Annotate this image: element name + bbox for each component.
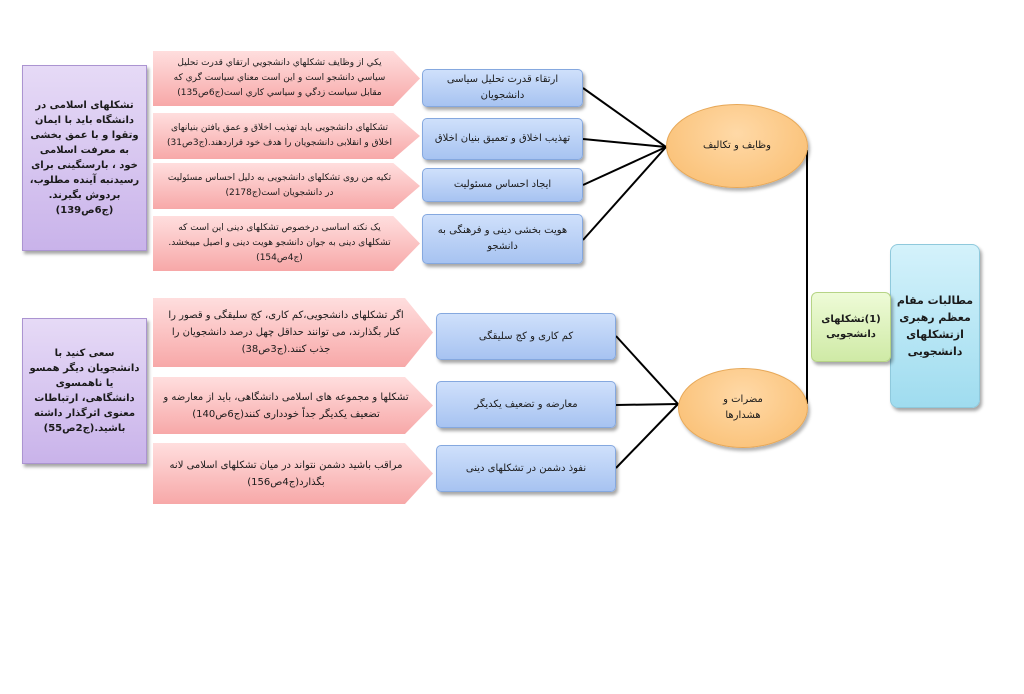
- duty-detail-2: تشکلهای دانشجویی باید تهذیب اخلاق و عمق …: [153, 113, 420, 159]
- duty-label: هویت بخشی دینی و فرهنگی به دانشجو: [437, 225, 568, 252]
- mid-label: (1)تشکلهای دانشجویی: [821, 314, 881, 340]
- duty-detail-text: تکیه من روی تشکلهای دانشجویی به دلیل احس…: [167, 173, 392, 198]
- warning-label: نفوذ دشمن در تشکلهای دینی: [465, 462, 587, 474]
- duty-detail-4: یک نکته اساسی درخصوص تشکلهای دینی این اس…: [153, 216, 420, 271]
- warning-label: معارضه و تضعیف یکدیگر: [474, 398, 578, 410]
- branch-duties-label: وظایف و تکالیف: [703, 140, 771, 151]
- warning-detail-text: اگر تشکلهای دانشجویی،کم کاری، کج سلیقگی …: [168, 310, 404, 355]
- duty-detail-text: يكي از وظايف تشكلهاي دانشجويي ارتقاي قدر…: [173, 58, 386, 98]
- duty-label: تهذیب اخلاق و تعمیق بنیان اخلاق: [434, 133, 571, 144]
- side-note-1: تشکلهای اسلامی در دانشگاه باید با ایمان …: [22, 65, 147, 251]
- side-note-text: سعی کنید با دانشجویان دیگر همسو یا ناهمس…: [29, 348, 140, 434]
- warning-box-2: معارضه و تضعیف یکدیگر: [436, 381, 616, 428]
- side-note-2: سعی کنید با دانشجویان دیگر همسو یا ناهمس…: [22, 318, 147, 464]
- side-note-text: تشکلهای اسلامی در دانشگاه باید با ایمان …: [29, 100, 140, 216]
- root-node: مطالبات مقام معظم رهبری ازتشکلهای دانشجو…: [890, 244, 980, 408]
- duty-box-3: ایجاد احساس مسئولیت: [422, 168, 583, 202]
- warning-detail-text: تشکلها و مجموعه های اسلامی دانشگاهی، بای…: [163, 391, 409, 420]
- warning-detail-3: مراقب باشید دشمن نتواند در میان تشکلهای …: [153, 443, 433, 504]
- duty-detail-text: تشکلهای دانشجویی باید تهذیب اخلاق و عمق …: [166, 123, 393, 148]
- duty-box-2: تهذیب اخلاق و تعمیق بنیان اخلاق: [422, 118, 583, 160]
- duty-detail-3: تکیه من روی تشکلهای دانشجویی به دلیل احس…: [153, 163, 420, 209]
- warning-detail-1: اگر تشکلهای دانشجویی،کم کاری، کج سلیقگی …: [153, 298, 433, 367]
- root-label: مطالبات مقام معظم رهبری ازتشکلهای دانشجو…: [896, 294, 974, 358]
- duty-detail-1: يكي از وظايف تشكلهاي دانشجويي ارتقاي قدر…: [153, 51, 420, 106]
- duty-detail-text: یک نکته اساسی درخصوص تشکلهای دینی این اس…: [168, 223, 391, 263]
- warning-detail-2: تشکلها و مجموعه های اسلامی دانشگاهی، بای…: [153, 377, 433, 434]
- mid-node: (1)تشکلهای دانشجویی: [811, 292, 891, 362]
- warning-box-3: نفوذ دشمن در تشکلهای دینی: [436, 445, 616, 492]
- warning-detail-text: مراقب باشید دشمن نتواند در میان تشکلهای …: [169, 459, 403, 488]
- duty-box-1: ارتقاء قدرت تحلیل سیاسی دانشجویان: [422, 69, 583, 107]
- warning-box-1: کم کاری و کج سلیقگی: [436, 313, 616, 360]
- branch-duties-node: وظایف و تکالیف: [666, 104, 808, 188]
- warning-label: کم کاری و کج سلیقگی: [478, 330, 574, 342]
- branch-warnings-node: مضرات و هشدارها: [678, 368, 808, 448]
- duty-label: ارتقاء قدرت تحلیل سیاسی دانشجویان: [446, 74, 559, 101]
- duty-box-4: هویت بخشی دینی و فرهنگی به دانشجو: [422, 214, 583, 264]
- duty-label: ایجاد احساس مسئولیت: [453, 179, 552, 190]
- branch-warnings-label: مضرات و هشدارها: [723, 394, 763, 421]
